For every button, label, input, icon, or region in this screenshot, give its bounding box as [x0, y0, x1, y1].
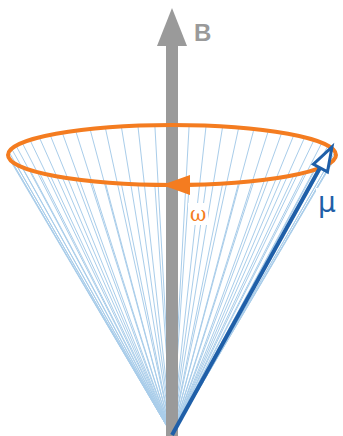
- precession-orbit: [8, 125, 336, 185]
- cone-line: [172, 161, 332, 435]
- cone-line: [172, 128, 239, 435]
- cone-line: [62, 177, 172, 435]
- field-shaft: [166, 44, 178, 436]
- cone-line: [172, 152, 335, 435]
- field-head: [157, 8, 187, 46]
- cone-line: [172, 177, 282, 435]
- cone-line: [172, 129, 254, 435]
- moment-arrowhead: [313, 147, 332, 172]
- cone-line: [172, 184, 223, 435]
- cone-line: [172, 158, 335, 435]
- cone-line: [121, 126, 172, 435]
- field-label: B: [192, 20, 213, 46]
- cone-line: [12, 149, 172, 435]
- orbit-arrowhead: [162, 175, 190, 195]
- cone-line: [121, 184, 172, 435]
- cone-line: [90, 129, 172, 435]
- cone-line: [172, 149, 332, 435]
- field-arrow: [157, 8, 187, 436]
- moment-label: μ: [316, 188, 338, 218]
- cone-line: [172, 146, 328, 435]
- cone-line: [9, 152, 172, 435]
- cone-line: [105, 128, 172, 435]
- frequency-label: ω: [188, 203, 208, 225]
- moment-vector: [172, 166, 321, 435]
- cone-line: [172, 155, 336, 435]
